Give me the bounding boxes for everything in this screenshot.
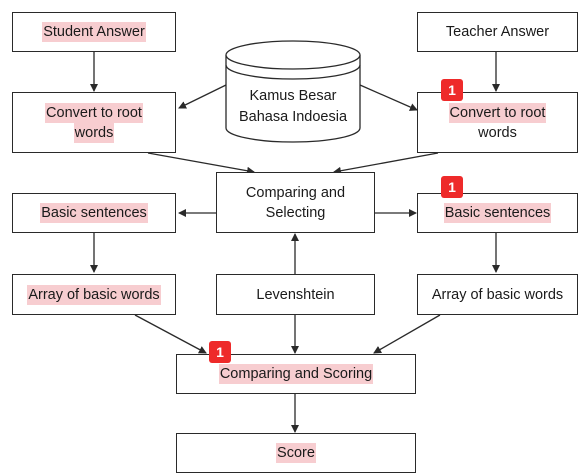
arrow-array-left-to-scoring (134, 314, 207, 354)
convert-left-line-1: Convert to root (45, 102, 143, 123)
arrow-array-right-to-scoring (373, 314, 441, 354)
arrow-kamus-to-convert-left (178, 84, 227, 109)
convert-root-words-left-box: Convert to root words (12, 92, 176, 153)
kamus-line-2: Bahasa Indoesia (238, 109, 348, 125)
teacher-answer-box: Teacher Answer (417, 12, 578, 52)
student-answer-box: Student Answer (12, 12, 176, 52)
comparing-scoring-box: Comparing and Scoring (176, 354, 416, 394)
arrow-convert-left-to-comparing (147, 152, 255, 175)
comparing-selecting-line-2: Selecting (265, 204, 326, 221)
annotation-badge-basic-right[interactable]: 1 (441, 176, 463, 198)
convert-right-line-1: Convert to root (448, 102, 547, 123)
annotation-badge-convert-right[interactable]: 1 (441, 79, 463, 101)
levenshtein-label: Levenshtein (256, 286, 335, 303)
student-answer-label: Student Answer (42, 22, 146, 42)
levenshtein-box: Levenshtein (216, 274, 375, 315)
array-basic-words-left-box: Array of basic words (12, 274, 176, 315)
basic-right-label: Basic sentences (443, 203, 552, 223)
kamus-line-1: Kamus Besar (249, 88, 337, 104)
basic-sentences-left-box: Basic sentences (12, 193, 176, 233)
array-basic-words-right-box: Array of basic words (417, 274, 578, 315)
arrow-convert-right-to-comparing (333, 152, 439, 175)
convert-root-words-right-box: Convert to root words (417, 92, 578, 153)
convert-right-line-2: words (478, 124, 517, 141)
score-box: Score (176, 433, 416, 473)
score-label: Score (276, 443, 316, 463)
arrow-kamus-to-convert-right (359, 84, 418, 111)
kamus-database-label: Kamus Besar Bahasa Indoesia (222, 86, 364, 128)
convert-left-line-2: words (73, 122, 115, 143)
basic-left-label: Basic sentences (40, 203, 148, 223)
basic-sentences-right-box: Basic sentences (417, 193, 578, 233)
annotation-badge-comparing-scoring[interactable]: 1 (209, 341, 231, 363)
comparing-selecting-line-1: Comparing and (245, 184, 346, 201)
array-right-label: Array of basic words (431, 286, 564, 303)
kamus-database-cylinder (225, 40, 361, 143)
comparing-scoring-label: Comparing and Scoring (218, 364, 374, 384)
array-left-label: Array of basic words (27, 284, 161, 305)
comparing-selecting-box: Comparing and Selecting (216, 172, 375, 233)
teacher-answer-label: Teacher Answer (445, 24, 550, 40)
